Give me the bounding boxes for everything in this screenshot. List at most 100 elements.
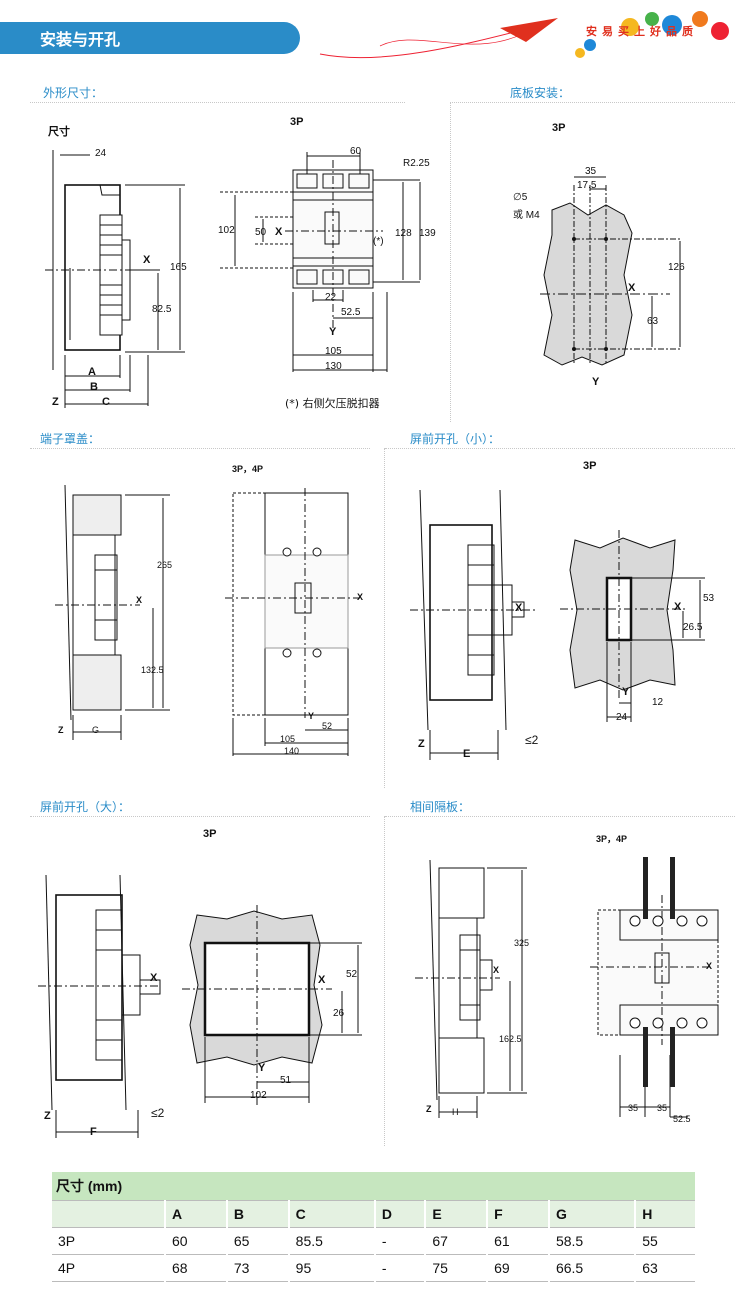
panel-large-cutout-drawing <box>182 905 362 1105</box>
dim-52: 52 <box>322 721 333 731</box>
divider <box>385 816 735 817</box>
table-cell: 73 <box>225 1254 289 1282</box>
dim-128: 128 <box>395 228 412 239</box>
dim-265: 265 <box>157 560 173 570</box>
table-cell: 95 <box>287 1254 375 1282</box>
slogan-char: 易 <box>602 25 613 38</box>
table-cell: 67 <box>424 1227 488 1255</box>
column-header: H <box>634 1200 695 1228</box>
column-header: D <box>373 1200 426 1228</box>
dim-le2: ≤2 <box>151 1106 165 1120</box>
pole-label: 3P，4P <box>232 464 264 474</box>
dim-165: 165 <box>170 262 187 273</box>
dim-126: 126 <box>668 262 685 273</box>
dim-325: 325 <box>514 938 530 948</box>
axis-z-label: Z <box>44 1110 51 1122</box>
axis-x-label: X <box>143 254 151 266</box>
axis-z-label: Z <box>58 725 64 735</box>
slogan-char: 买 <box>618 25 629 38</box>
dim-52: 52 <box>346 969 358 980</box>
dim-c: C <box>102 396 110 408</box>
axis-y-label: Y <box>308 711 315 721</box>
pole-label: 3P <box>290 116 304 128</box>
dim-g: G <box>92 725 100 735</box>
axis-x-label: X <box>318 974 326 986</box>
dim-12: 12 <box>652 697 664 708</box>
brand-logo: 安 易 买 上 好 品 质 <box>560 5 740 65</box>
axis-y-label: Y <box>592 376 600 388</box>
slogan-char: 安 <box>586 25 597 38</box>
slogan-char: 上 <box>634 25 645 38</box>
dimension-table: 尺寸 (mm) A B C D E F G H 3P 60 65 85.5 - … <box>52 1172 695 1282</box>
dim-26-5: 26.5 <box>683 622 703 633</box>
axis-x-label: X <box>493 965 500 975</box>
terminal-front-drawing <box>225 488 360 756</box>
front-view-drawing <box>220 152 421 372</box>
dim-35: 35 <box>585 166 597 177</box>
table-cell: 68 <box>164 1254 227 1282</box>
pole-label: 3P <box>583 460 597 472</box>
dim-52-5: 52.5 <box>673 1114 691 1124</box>
section-terminal-label: 端子罩盖： <box>40 432 101 446</box>
dim-102: 102 <box>218 225 235 236</box>
dim-r2-25: R2.25 <box>403 158 430 169</box>
dim-140: 140 <box>284 746 300 756</box>
axis-y-label: Y <box>622 686 630 698</box>
column-header <box>52 1200 165 1228</box>
slogan-char: 好 <box>650 25 661 38</box>
axis-x-label: X <box>515 602 523 614</box>
dim-le2: ≤2 <box>525 733 539 747</box>
dim-e: E <box>463 748 471 760</box>
table-header-row: A B C D E F G H <box>52 1200 695 1228</box>
slogan: 安 易 买 上 好 品 质 <box>586 23 693 39</box>
dim-h: H <box>452 1107 459 1117</box>
section-outline-label: 外形尺寸： <box>43 86 104 100</box>
pole-label: 3P <box>552 122 566 134</box>
axis-y-label: Y <box>258 1062 266 1074</box>
divider <box>450 102 451 422</box>
axis-y-label: Y <box>329 326 337 338</box>
slogan-char: 品 <box>666 25 677 38</box>
section-base-label: 底板安装： <box>510 86 571 100</box>
divider <box>385 448 735 449</box>
dim-82-5: 82.5 <box>152 304 172 315</box>
dim-title: 尺寸 <box>48 126 70 138</box>
column-header: F <box>486 1200 549 1228</box>
table-cell: 55 <box>634 1227 695 1255</box>
divider <box>30 816 370 817</box>
dim-53: 53 <box>703 593 715 604</box>
table-row: 4P 68 73 95 - 75 69 66.5 63 <box>52 1254 695 1282</box>
table-cell: 3P <box>52 1227 165 1255</box>
table-cell: 85.5 <box>287 1227 375 1255</box>
dim-24: 24 <box>616 712 628 723</box>
dim-63: 63 <box>647 316 659 327</box>
panel-small-side-drawing <box>410 490 535 760</box>
column-header: A <box>164 1200 227 1228</box>
panel-large-side-drawing <box>38 874 161 1138</box>
section-panel-small-label: 屏前开孔（小）： <box>410 432 501 446</box>
slogan-char: 质 <box>682 25 693 38</box>
terminal-side-drawing <box>55 484 170 740</box>
dim-17-5: 17.5 <box>577 180 597 191</box>
dim-24: 24 <box>95 148 107 159</box>
axis-x-label: X <box>706 961 713 971</box>
section-panel-large-label: 屏前开孔（大）： <box>40 800 131 814</box>
table-cell: - <box>373 1254 426 1282</box>
axis-x-label: X <box>674 601 682 613</box>
dim-130: 130 <box>325 361 342 372</box>
column-header: C <box>287 1200 375 1228</box>
page-header: 安装与开孔 安 易 买 上 好 品 质 <box>0 0 740 72</box>
dim-35: 35 <box>657 1103 668 1113</box>
dim-22: 22 <box>325 292 337 303</box>
pole-label: 3P <box>203 828 217 840</box>
axis-x-label: X <box>136 595 143 605</box>
phase-front-drawing <box>590 857 719 1118</box>
column-header: B <box>225 1200 289 1228</box>
divider <box>30 448 370 449</box>
table-cell: 69 <box>486 1254 549 1282</box>
dim-35: 35 <box>628 1103 639 1113</box>
table-cell: 4P <box>52 1254 165 1282</box>
table-cell: 65 <box>225 1227 289 1255</box>
header-bar <box>0 22 300 54</box>
table-cell: 66.5 <box>547 1254 636 1282</box>
